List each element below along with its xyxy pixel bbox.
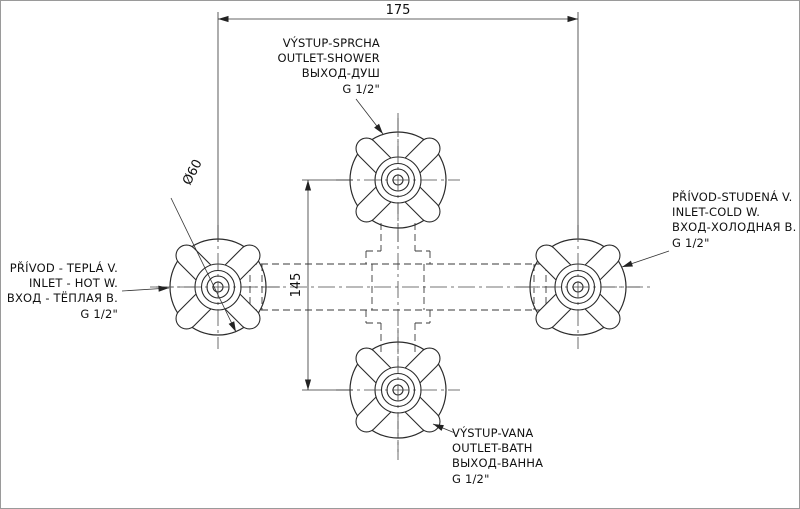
leader-line	[621, 250, 670, 268]
dim-height-label: 145	[289, 273, 304, 298]
dim-width: 175	[217, 3, 579, 242]
label-shower-english: OUTLET-SHOWER	[277, 51, 380, 65]
label-cold-russian: ВХОД-ХОЛОДНАЯ В.	[672, 220, 796, 234]
label-cold-english: INLET-COLD W.	[672, 205, 760, 219]
dim-diameter-label: Ø60	[180, 157, 206, 188]
label-hot: PŘÍVOD - TEPLÁ V. INLET - HOT W. ВХОД - …	[7, 260, 170, 321]
leader-line	[170, 197, 237, 333]
leader-line	[432, 423, 456, 434]
dim-height: 145	[289, 179, 353, 391]
label-hot-english: INLET - HOT W.	[29, 276, 118, 290]
label-hot-thread: G 1/2"	[80, 307, 118, 321]
leader-line	[121, 285, 170, 292]
label-bath: VÝSTUP-VANA OUTLET-BATH ВЫХОД-ВАННА G 1/…	[432, 423, 543, 486]
label-shower-thread: G 1/2"	[342, 82, 380, 96]
label-hot-russian: ВХОД - ТЁПЛАЯ В.	[7, 290, 118, 305]
valve-cold	[515, 224, 641, 350]
label-shower: VÝSTUP-SPRCHA OUTLET-SHOWER ВЫХОД-ДУШ G …	[277, 35, 384, 135]
label-cold-czech: PŘÍVOD-STUDENÁ V.	[672, 189, 792, 204]
label-shower-russian: ВЫХОД-ДУШ	[302, 66, 380, 80]
leader-line	[355, 98, 384, 135]
label-bath-english: OUTLET-BATH	[452, 441, 533, 455]
label-hot-czech: PŘÍVOD - TEPLÁ V.	[10, 260, 118, 275]
label-bath-russian: ВЫХОД-ВАННА	[452, 456, 543, 470]
dim-width-label: 175	[386, 3, 411, 18]
label-cold-thread: G 1/2"	[672, 236, 710, 250]
label-bath-czech: VÝSTUP-VANA	[452, 425, 533, 440]
label-cold: PŘÍVOD-STUDENÁ V. INLET-COLD W. ВХОД-ХОЛ…	[621, 189, 796, 268]
valve-hot	[155, 224, 281, 350]
label-bath-thread: G 1/2"	[452, 472, 490, 486]
label-shower-czech: VÝSTUP-SPRCHA	[283, 35, 380, 50]
